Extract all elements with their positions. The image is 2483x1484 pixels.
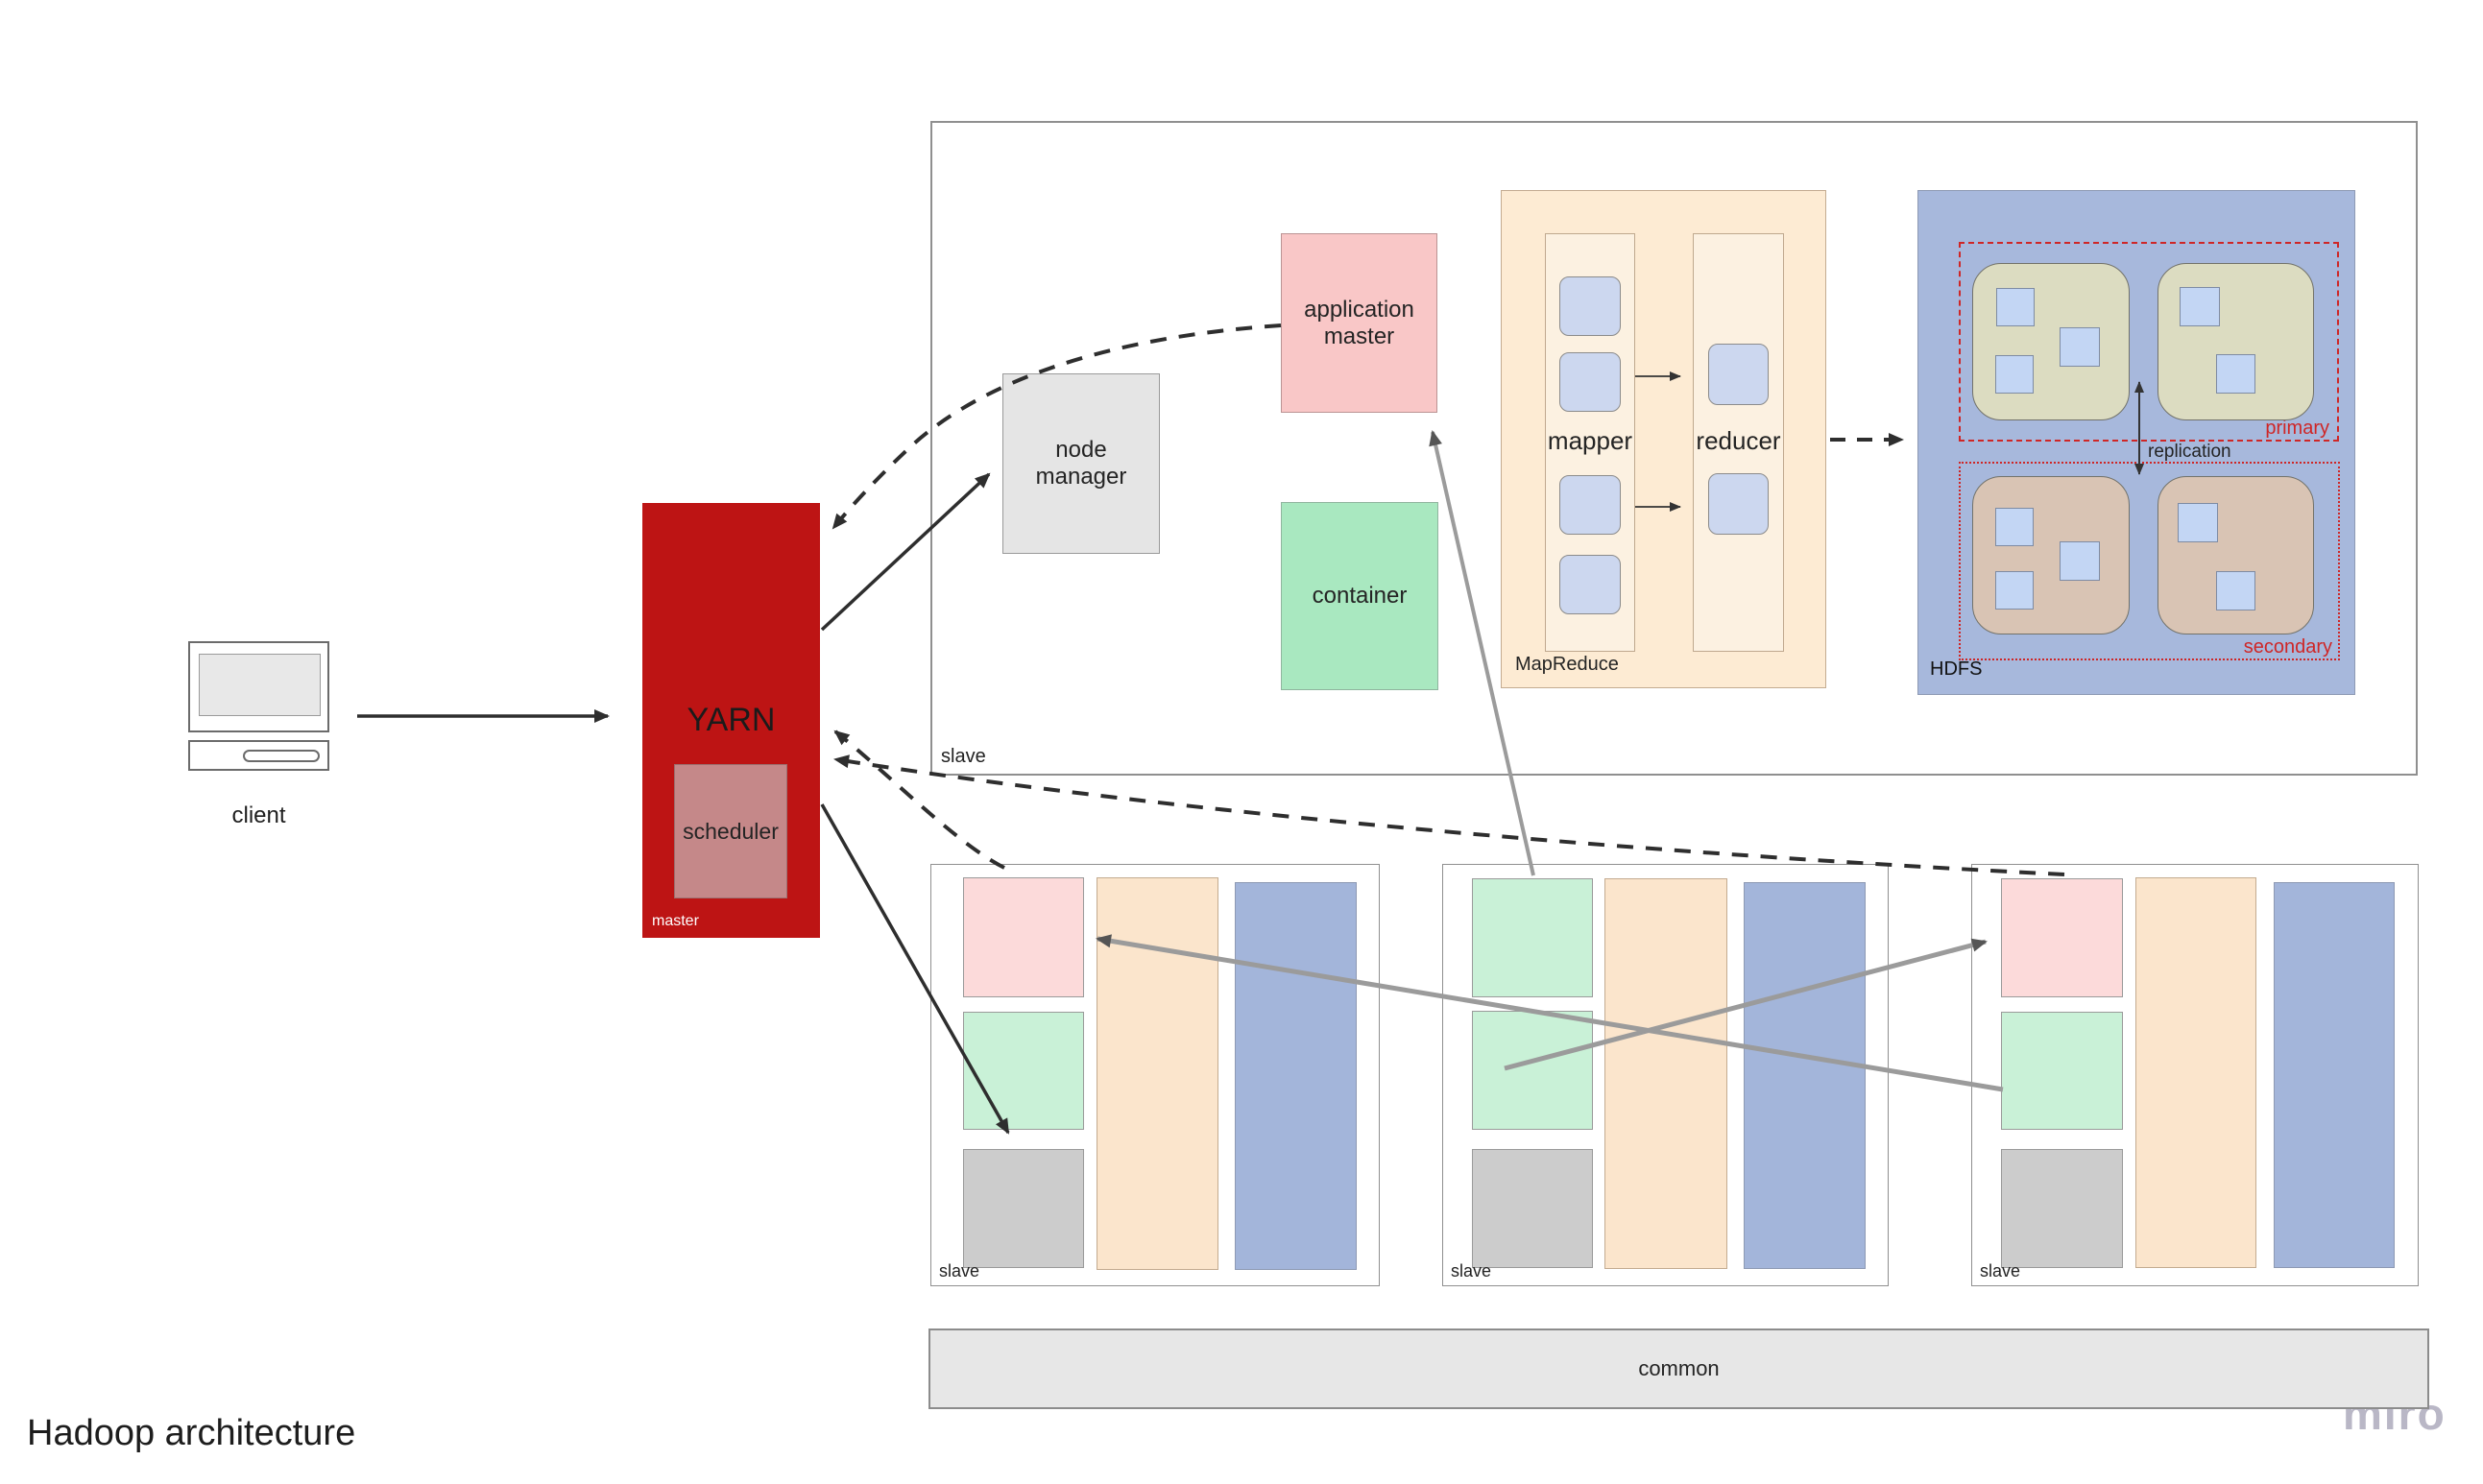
mapreduce-box[interactable]: mapper reducer MapReduce xyxy=(1501,190,1826,688)
reducer-label: reducer xyxy=(1696,426,1781,455)
mapreduce-column-icon[interactable] xyxy=(1604,878,1727,1269)
dashed-arrow-slave3-to-yarn xyxy=(833,754,2065,876)
data-block-icon[interactable] xyxy=(1995,508,2034,546)
mapper-column[interactable]: mapper xyxy=(1545,233,1635,652)
data-block-icon[interactable] xyxy=(2060,541,2100,581)
hdfs-label: HDFS xyxy=(1930,658,1983,680)
node-manager-block-icon[interactable] xyxy=(1472,1149,1593,1268)
common-box[interactable]: common xyxy=(928,1328,2429,1409)
client-keybar-icon xyxy=(243,750,320,762)
container-block-icon[interactable] xyxy=(2001,1012,2123,1130)
client-label: client xyxy=(231,802,286,828)
slave-label: slave xyxy=(1980,1261,2021,1281)
data-block-icon[interactable] xyxy=(2216,354,2255,394)
top-slave-label: slave xyxy=(941,746,986,767)
mapreduce-column-icon[interactable] xyxy=(2135,877,2256,1268)
primary-datanode-icon[interactable] xyxy=(1972,263,2130,420)
node-manager-box[interactable]: node manager xyxy=(1002,373,1160,554)
mapper-label: mapper xyxy=(1547,426,1633,455)
container-label: container xyxy=(1312,583,1408,609)
slave-node-2[interactable]: slave xyxy=(1442,864,1889,1286)
secondary-region[interactable]: secondary xyxy=(1959,462,2340,660)
data-block-icon[interactable] xyxy=(2178,503,2218,542)
primary-label: primary xyxy=(2265,418,2329,439)
map-task-icon[interactable] xyxy=(1559,555,1621,614)
container-block-icon[interactable] xyxy=(1472,1011,1593,1130)
hdfs-column-icon[interactable] xyxy=(2274,882,2395,1268)
yarn-label: YARN xyxy=(687,702,776,738)
map-task-icon[interactable] xyxy=(1559,475,1621,535)
slave-label: slave xyxy=(939,1261,980,1281)
replication-label: replication xyxy=(2148,442,2231,462)
slave-node-1[interactable]: slave xyxy=(930,864,1380,1286)
application-master-label: application master xyxy=(1304,296,1414,349)
hdfs-column-icon[interactable] xyxy=(1744,882,1866,1269)
reduce-task-icon[interactable] xyxy=(1708,473,1769,535)
data-block-icon[interactable] xyxy=(1996,288,2035,326)
slave-node-3[interactable]: slave xyxy=(1971,864,2419,1286)
reduce-task-icon[interactable] xyxy=(1708,344,1769,405)
page-title: Hadoop architecture xyxy=(27,1413,356,1453)
container-block-icon[interactable] xyxy=(963,1012,1084,1130)
scheduler-box[interactable]: scheduler xyxy=(674,764,787,898)
app-master-block-icon[interactable] xyxy=(2001,878,2123,997)
application-master-box[interactable]: application master xyxy=(1281,233,1437,413)
client-screen-icon xyxy=(199,654,321,716)
data-block-icon[interactable] xyxy=(2180,287,2220,326)
node-manager-label: node manager xyxy=(1035,437,1127,490)
app-master-block-icon[interactable] xyxy=(963,877,1084,997)
primary-region[interactable]: primary xyxy=(1959,242,2339,442)
node-manager-block-icon[interactable] xyxy=(2001,1149,2123,1268)
container-box[interactable]: container xyxy=(1281,502,1438,690)
scheduler-label: scheduler xyxy=(683,818,779,844)
data-block-icon[interactable] xyxy=(1995,571,2034,610)
secondary-datanode-icon[interactable] xyxy=(1972,476,2130,634)
master-label: master xyxy=(652,913,699,929)
secondary-datanode-icon[interactable] xyxy=(2158,476,2314,634)
map-task-icon[interactable] xyxy=(1559,352,1621,412)
yarn-box[interactable]: YARN scheduler master xyxy=(642,503,820,938)
hdfs-column-icon[interactable] xyxy=(1235,882,1357,1270)
hdfs-box[interactable]: primary secondary replication HDFS xyxy=(1917,190,2355,695)
mapreduce-label: MapReduce xyxy=(1515,654,1619,675)
secondary-label: secondary xyxy=(2243,636,2332,658)
slave-label: slave xyxy=(1451,1261,1492,1281)
reducer-column[interactable]: reducer xyxy=(1693,233,1784,652)
data-block-icon[interactable] xyxy=(2060,327,2100,367)
data-block-icon[interactable] xyxy=(2216,571,2255,610)
container-block-icon[interactable] xyxy=(1472,878,1593,997)
common-label: common xyxy=(1638,1356,1720,1380)
node-manager-block-icon[interactable] xyxy=(963,1149,1084,1268)
map-task-icon[interactable] xyxy=(1559,276,1621,336)
data-block-icon[interactable] xyxy=(1995,355,2034,394)
mapreduce-column-icon[interactable] xyxy=(1097,877,1218,1270)
